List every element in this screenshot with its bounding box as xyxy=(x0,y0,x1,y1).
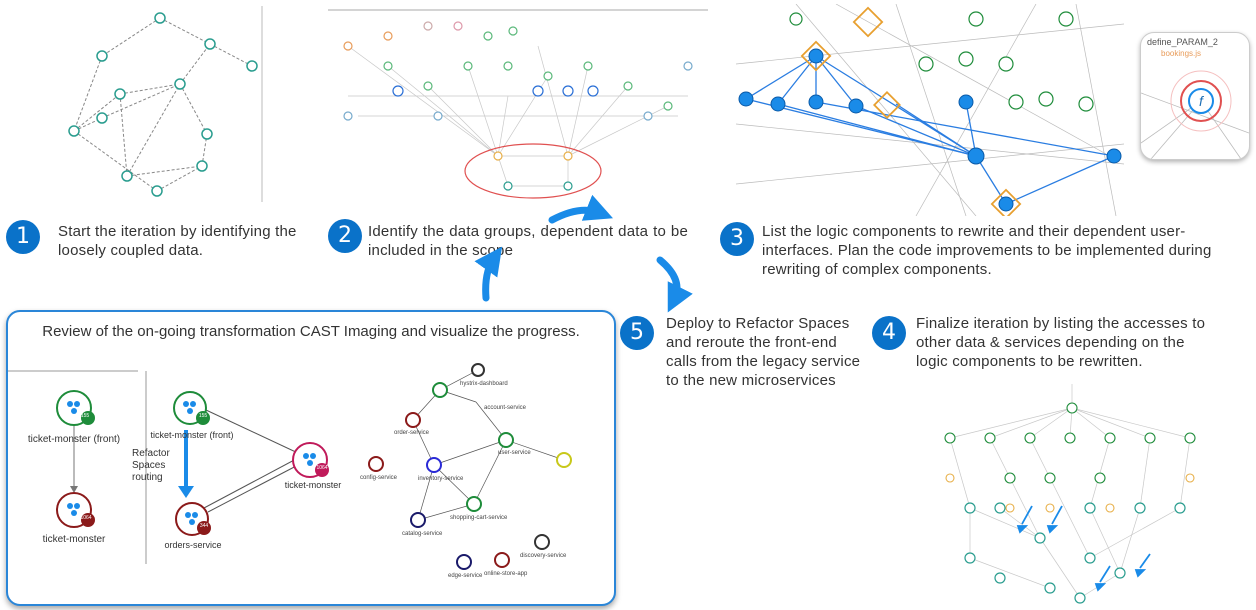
review-diagram xyxy=(8,363,608,600)
service-label: online-store-app xyxy=(484,571,528,577)
step-3-text: List the logic components to rewrite and… xyxy=(762,223,1212,278)
step-4-number: 4 xyxy=(872,316,906,350)
thumbnail-step-4 xyxy=(940,378,1202,606)
graph-thumbnail-2 xyxy=(328,9,708,199)
service-label: hystrix-dashboard xyxy=(460,381,508,387)
zoom-sublabel: bookings.js xyxy=(1161,49,1202,58)
service-label: shopping-cart-service xyxy=(450,515,508,521)
badge-front-left: 155 xyxy=(80,413,90,419)
step-5-number: 5 xyxy=(620,316,654,350)
service-label: user-service xyxy=(498,450,531,456)
curved-arrow-icon-2-3 xyxy=(548,194,614,224)
node-label-front-mid: ticket-monster (front) xyxy=(150,430,234,440)
curved-arrow-icon-3-5 xyxy=(656,256,693,313)
step-4-text: Finalize iteration by listing the access… xyxy=(916,315,1206,370)
node-label-monster-mid: ticket-monster xyxy=(284,480,342,490)
service-label: inventory-service xyxy=(418,476,464,482)
badge-orders: 344 xyxy=(199,523,209,529)
badge-monster-mid: 1064 xyxy=(316,465,328,471)
step-1-text: Start the iteration by identifying the l… xyxy=(58,223,297,259)
node-label-monster-left: ticket-monster xyxy=(42,534,106,545)
node-label-front-left: ticket-monster (front) xyxy=(27,434,121,445)
service-label: config-service xyxy=(360,475,398,481)
graph-thumbnail-3 xyxy=(736,4,1124,216)
badge-front-mid: 155 xyxy=(198,413,208,419)
review-title: Review of the on-going transformation CA… xyxy=(42,323,580,340)
service-label: catalog-service xyxy=(402,531,443,537)
curved-arrow-icon-review-2 xyxy=(474,246,503,302)
service-label: account-service xyxy=(484,405,527,411)
review-panel: Review of the on-going transformation CA… xyxy=(6,310,616,606)
service-label: order-service xyxy=(394,430,430,436)
step-5-text: Deploy to Refactor Spaces and reroute th… xyxy=(666,315,861,389)
service-label: edge-service xyxy=(448,573,483,579)
function-icon: f xyxy=(1199,93,1205,109)
zoom-graph: f xyxy=(1141,70,1249,159)
step-1-number: 1 xyxy=(6,220,40,254)
service-label: discovery-service xyxy=(520,553,567,559)
step-3-number: 3 xyxy=(720,222,754,256)
thumbnail-step-3 xyxy=(736,4,1124,216)
step-2-text: Identify the data groups, dependent data… xyxy=(368,223,688,259)
graph-thumbnail-1 xyxy=(68,6,263,202)
data-group-highlight xyxy=(464,143,602,199)
thumbnail-step-2 xyxy=(328,6,708,200)
step-2-number: 2 xyxy=(328,219,362,253)
badge-monster-left: 1064 xyxy=(80,515,92,521)
routing-label: Refactor Spaces routing xyxy=(132,448,170,483)
thumbnail-step-1 xyxy=(62,6,264,202)
zoom-label: define_PARAM_2 xyxy=(1147,37,1218,47)
zoom-inset: f define_PARAM_2 bookings.js xyxy=(1140,32,1250,160)
node-label-orders: orders-service xyxy=(164,540,222,550)
graph-thumbnail-4 xyxy=(944,384,1196,604)
